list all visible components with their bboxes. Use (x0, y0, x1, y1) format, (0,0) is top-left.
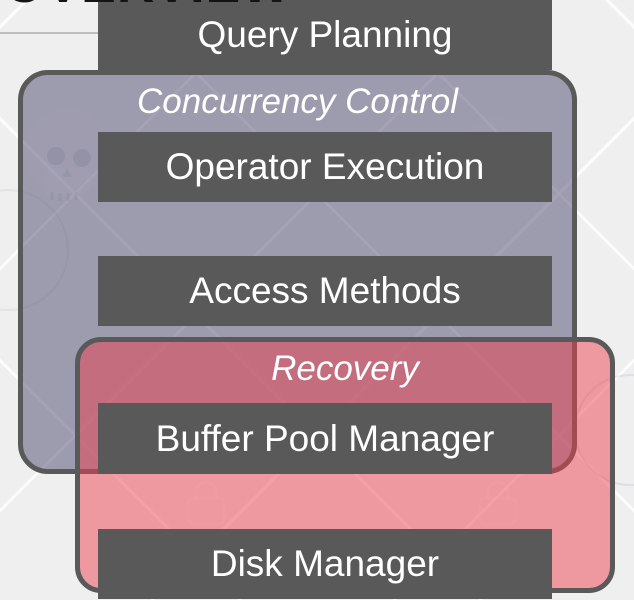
layer-box-buffer-pool-manager: Buffer Pool Manager (98, 403, 552, 474)
title-underline-rule (0, 32, 98, 34)
layer-box-label: Disk Manager (210, 543, 440, 584)
layer-box-operator-execution: Operator Execution (98, 132, 552, 202)
layer-box-label: Buffer Pool Manager (155, 417, 495, 459)
band-label-recovery: Recovery (271, 349, 419, 388)
band-label-concurrency-control: Concurrency Control (137, 82, 458, 121)
layer-box-access-methods: Access Methods (98, 256, 552, 326)
layer-box-label: Query Planning (197, 14, 453, 55)
clipped-slide-title: OVERVIEW (4, 0, 291, 15)
layer-box-disk-manager: Disk Manager (98, 529, 552, 599)
layer-box-label: Access Methods (189, 270, 461, 311)
layer-box-label: Operator Execution (165, 146, 485, 187)
layer-box-query-planning: Query Planning (98, 0, 552, 70)
